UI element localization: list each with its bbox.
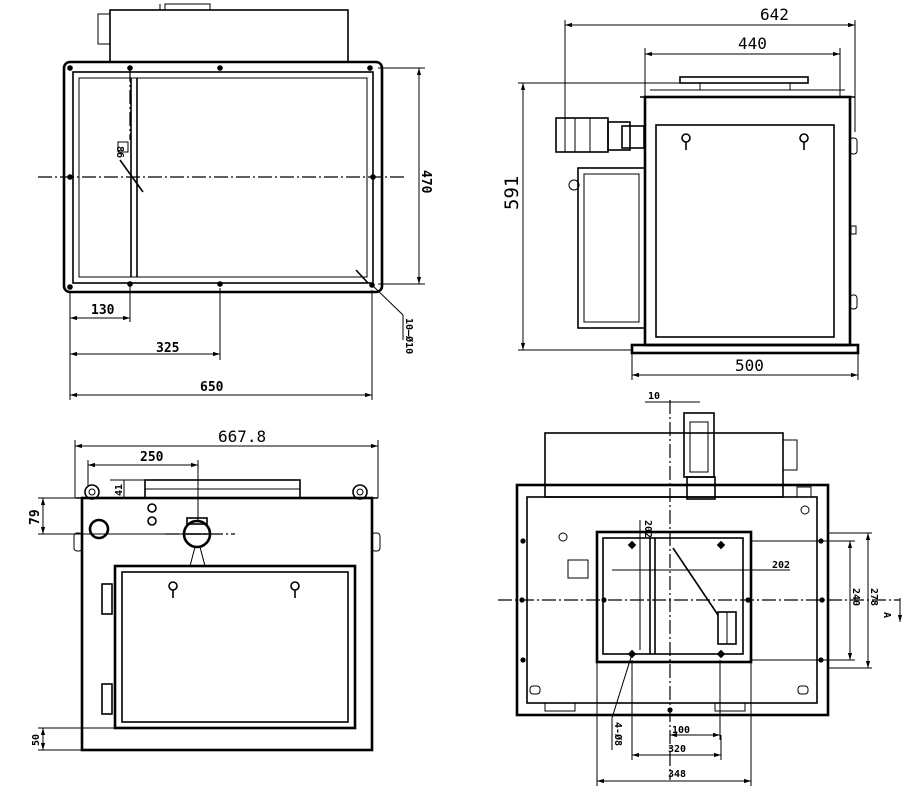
dim-591: 591	[501, 176, 523, 210]
dim-250: 250	[140, 450, 164, 465]
dim-348: 348	[668, 769, 686, 780]
dim-50: 50	[31, 734, 42, 746]
dim-320: 320	[668, 744, 686, 755]
dim-10: 10	[648, 391, 660, 402]
dim-130: 130	[91, 303, 115, 318]
dim-4-holes: 4-Ø8	[612, 722, 624, 746]
view-arrow-label: A	[881, 612, 892, 618]
dim-500: 500	[735, 356, 764, 375]
angle-note: 86	[114, 146, 125, 158]
dim-79: 79	[28, 509, 43, 525]
dim-440: 440	[738, 34, 767, 53]
dim-100: 100	[672, 725, 690, 736]
dim-650: 650	[200, 380, 224, 395]
dim-202-v: 202	[642, 520, 653, 538]
rear-view: 667.8 250 41 79 50	[28, 427, 381, 752]
dim-642: 642	[760, 5, 789, 24]
dim-202-h: 202	[772, 560, 790, 571]
dim-240: 240	[850, 588, 861, 606]
bottom-view: 10 202 202 240 278 A 4-Ø8 100 320	[498, 391, 903, 786]
dim-holes: 10—Ø10	[403, 318, 415, 354]
dim-41: 41	[114, 484, 125, 496]
front-view: 86 470 10—Ø10 130 325 650	[38, 3, 433, 400]
dim-667-8: 667.8	[218, 427, 266, 446]
dim-470: 470	[418, 170, 433, 194]
dim-278: 278	[868, 588, 879, 606]
side-view: 642 440 591 500	[501, 5, 860, 380]
dim-325: 325	[156, 341, 179, 356]
